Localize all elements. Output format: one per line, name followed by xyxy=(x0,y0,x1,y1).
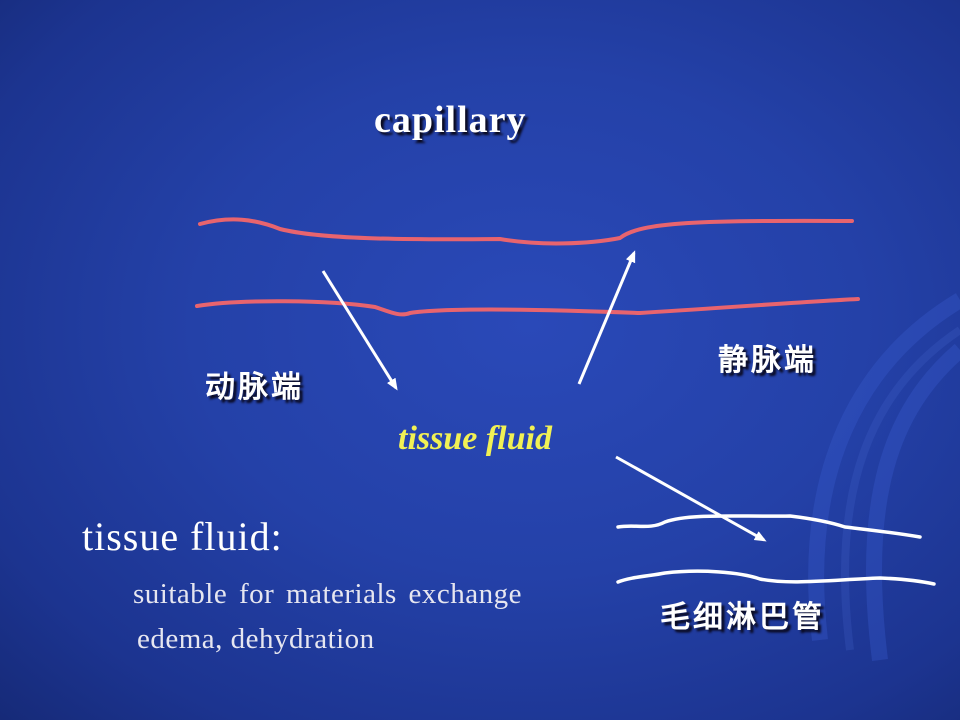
lymph-capillary-upper-wall xyxy=(616,514,922,539)
capillary-upper-wall xyxy=(198,217,854,246)
arterial-end-label: 动脉端 xyxy=(205,370,304,405)
lymph-capillary-lower-wall xyxy=(616,569,936,586)
venous-end-label: 静脉端 xyxy=(718,343,817,378)
lymph-capillary-label: 毛细淋巴管 xyxy=(660,600,825,635)
capillary-label: capillary xyxy=(374,99,527,141)
tissue-fluid-label: tissue fluid xyxy=(398,420,552,457)
definition-heading: tissue fluid: xyxy=(82,514,283,559)
definition-point: suitable for materials exchange xyxy=(133,578,523,610)
reabsorption-arrow xyxy=(577,250,636,385)
filtration-arrow xyxy=(321,270,398,391)
capillary-lower-wall xyxy=(195,297,860,317)
definition-point: edema, dehydration xyxy=(137,623,375,655)
lymph-drainage-arrow xyxy=(615,455,767,542)
